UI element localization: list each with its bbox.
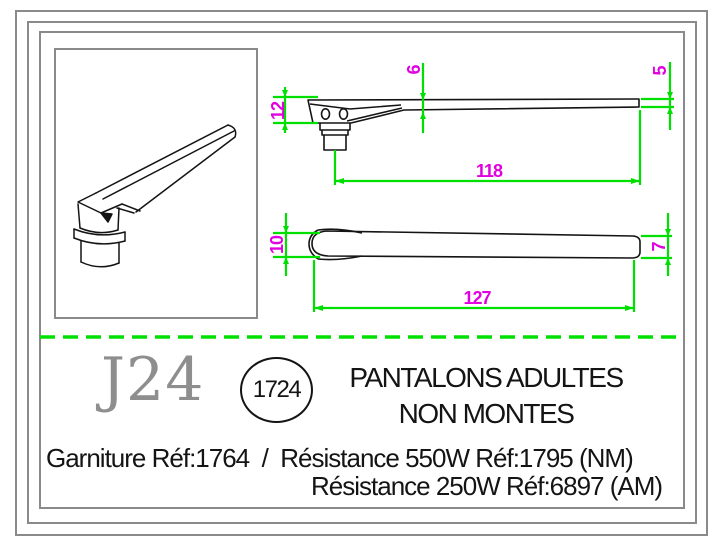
dim-side-length: 118 xyxy=(476,161,503,181)
dim-side-arm-section: 6 xyxy=(404,65,424,75)
dim-plan-head-width: 10 xyxy=(267,235,287,254)
sheet-border-inner xyxy=(39,31,685,509)
dim-plan-tip-width: 7 xyxy=(649,242,669,252)
isometric-view-box xyxy=(54,48,258,319)
iso-view-lever xyxy=(73,124,237,268)
sheet-border-outer xyxy=(15,10,708,536)
dim-plan-length: 127 xyxy=(463,288,491,308)
product-title-line2: NON MONTES xyxy=(398,398,575,429)
note-line2: Résistance 250W Réf:6897 (AM) xyxy=(311,471,663,501)
dim-side-head-height: 12 xyxy=(268,101,288,120)
product-title: PANTALONS ADULTES NON MONTES xyxy=(328,360,644,432)
product-title-line1: PANTALONS ADULTES xyxy=(349,362,624,393)
plan-view-lever xyxy=(308,228,641,261)
note-line1: Garniture Réf:1764 / Résistance 550W Réf… xyxy=(46,443,634,473)
ref-circle-number: 1724 xyxy=(252,376,302,403)
side-view-lever xyxy=(307,98,640,151)
dimension-labels: 12 6 5 118 10 7 127 xyxy=(267,65,670,308)
dimension-arrows xyxy=(282,90,673,311)
sheet-border-middle xyxy=(27,21,697,524)
model-code: J24 xyxy=(101,345,205,415)
dim-side-tip-thickness: 5 xyxy=(650,66,670,76)
ref-circle: 1724 xyxy=(240,357,313,423)
